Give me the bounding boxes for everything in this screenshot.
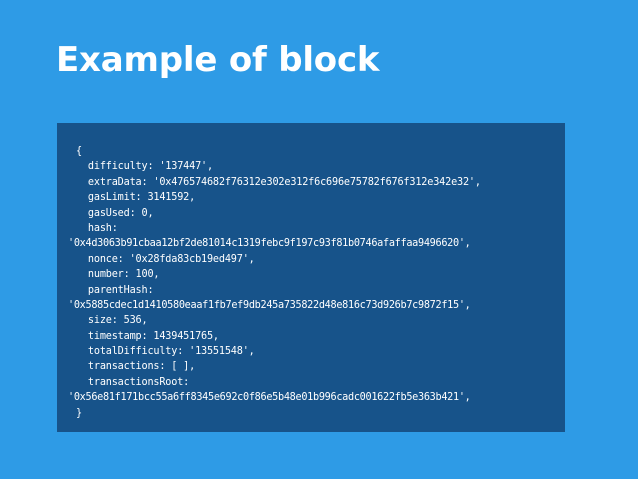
- code-line: gasLimit: 3141592,: [76, 192, 196, 204]
- code-lines: { difficulty: '137447', extraData: '0x47…: [68, 144, 481, 421]
- code-line: number: 100,: [76, 269, 160, 281]
- code-line: {: [76, 146, 82, 157]
- code-line: size: 536,: [76, 315, 148, 327]
- code-line: extraData: '0x476574682f76312e302e312f6c…: [76, 176, 481, 188]
- code-line: parentHash:: [76, 284, 154, 296]
- code-line: totalDifficulty: '13551548',: [76, 346, 255, 358]
- slide-title: Example of block: [56, 40, 380, 80]
- code-line: hash:: [76, 222, 118, 234]
- code-line: '0x4d3063b91cbaa12bf2de81014c1319febc9f1…: [68, 238, 471, 250]
- code-line: transactions: [ ],: [76, 361, 196, 373]
- code-line: difficulty: '137447',: [76, 161, 213, 173]
- code-line: timestamp: 1439451765,: [76, 330, 219, 342]
- code-line: '0x5885cdec1d1410580eaaf1fb7ef9db245a735…: [68, 299, 471, 311]
- code-line: '0x56e81f171bcc55a6ff8345e692c0f86e5b48e…: [68, 392, 471, 404]
- code-block: { difficulty: '137447', extraData: '0x47…: [57, 123, 565, 432]
- code-line: }: [76, 407, 82, 419]
- code-line: gasUsed: 0,: [76, 207, 154, 219]
- code-line: transactionsRoot:: [76, 376, 190, 388]
- code-line: nonce: '0x28fda83cb19ed497',: [76, 253, 255, 265]
